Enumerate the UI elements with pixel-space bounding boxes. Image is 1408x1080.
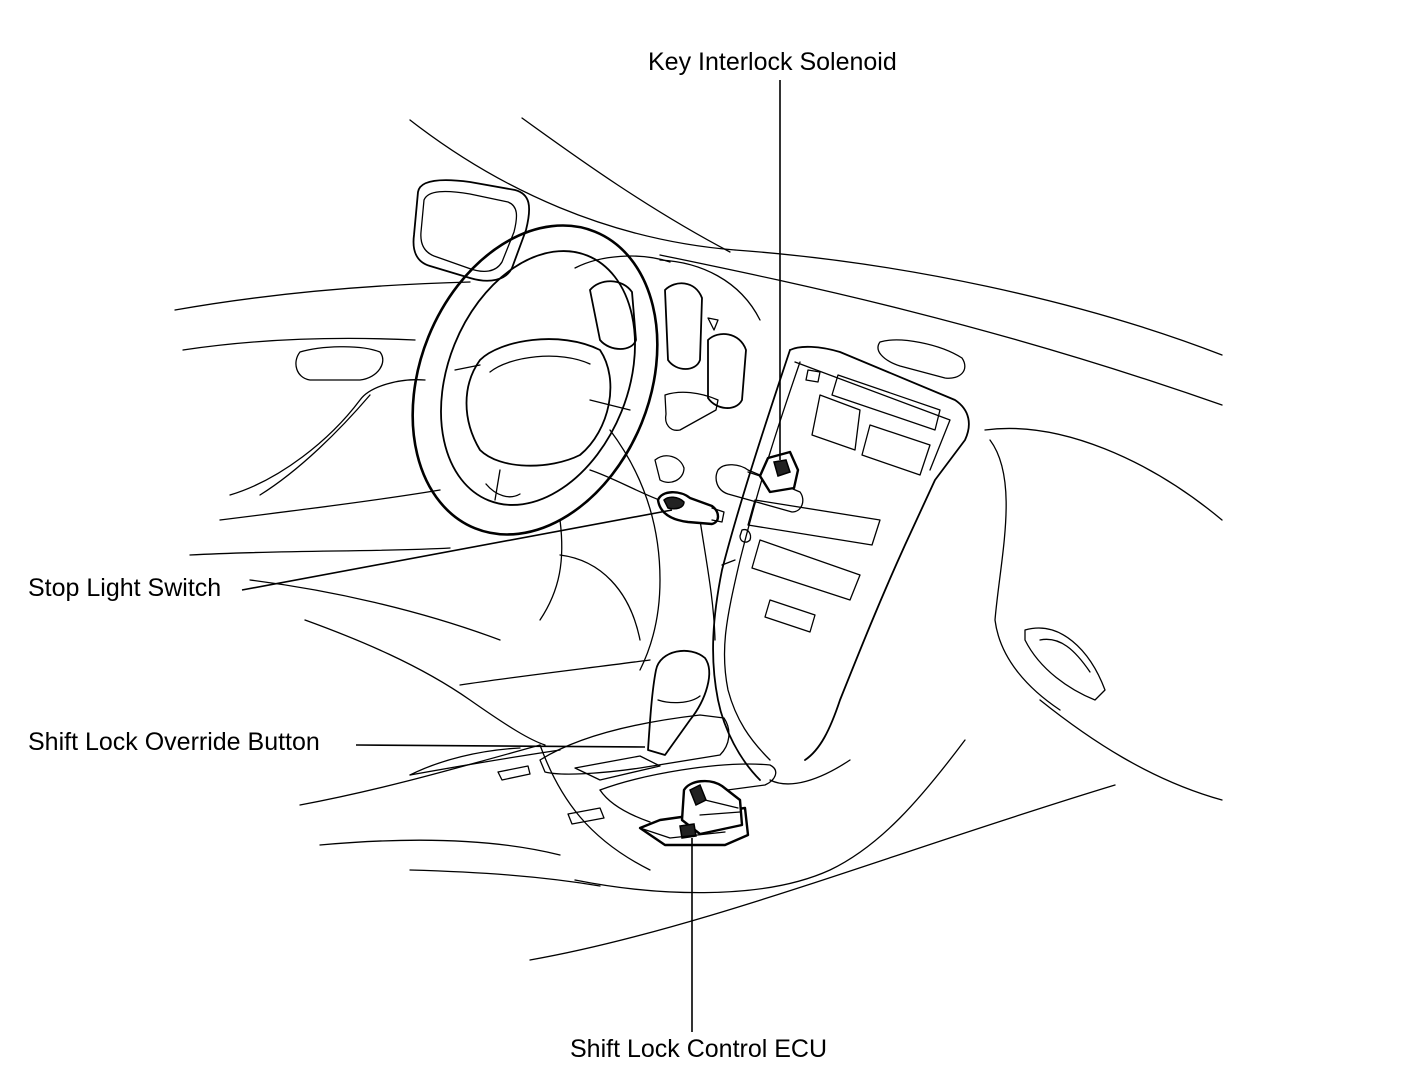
shift-lock-control-ecu (638, 779, 750, 847)
leader-shift-override (355, 744, 646, 748)
leader-stop-light (241, 509, 673, 591)
shift-lever (647, 649, 711, 756)
windshield-lines (409, 117, 1223, 356)
side-mirror (412, 179, 531, 282)
stop-light-switch (656, 491, 725, 526)
stop-light-switch-label: Stop Light Switch (28, 574, 222, 602)
dashboard (659, 254, 1223, 801)
shift-lock-control-ecu-label: Shift Lock Control ECU (570, 1035, 828, 1063)
callout-leaders (241, 80, 781, 1032)
shift-console (409, 714, 851, 871)
steering-wheel (411, 224, 659, 536)
seat-outline (299, 619, 1116, 961)
center-stack (712, 345, 970, 781)
shift-lock-override-button-label: Shift Lock Override Button (28, 728, 320, 756)
door-panel (174, 281, 501, 641)
key-interlock-solenoid (747, 450, 800, 494)
key-interlock-solenoid-label: Key Interlock Solenoid (648, 48, 897, 76)
instrument-cluster (574, 255, 761, 483)
